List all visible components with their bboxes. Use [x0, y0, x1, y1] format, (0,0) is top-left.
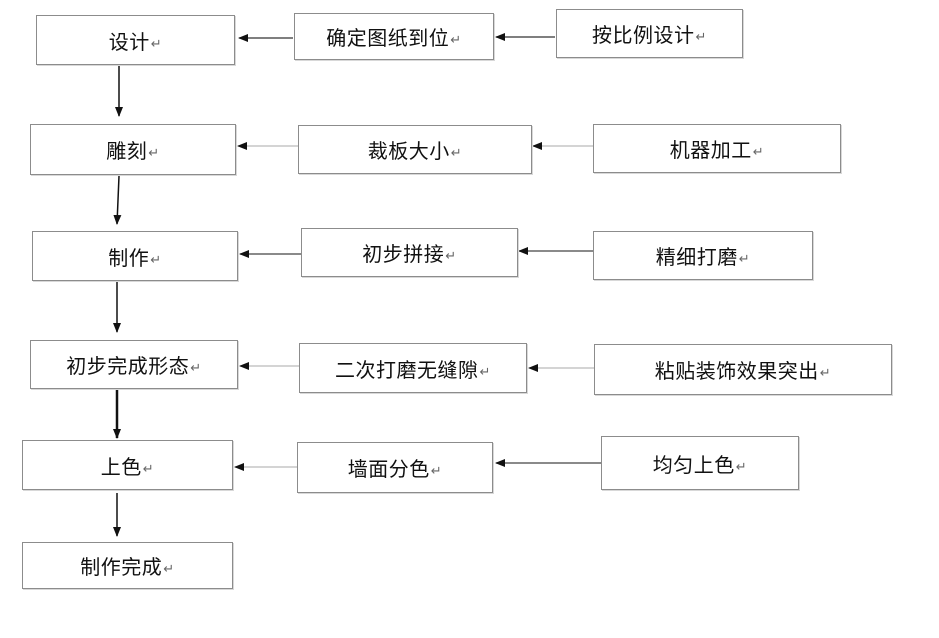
step-fine-polish-label: 精细打磨	[655, 245, 738, 269]
step-initial-form-label: 初步完成形态	[66, 354, 190, 378]
step-scale-design: 按比例设计↵	[556, 9, 743, 58]
step-engrave: 雕刻↵	[30, 124, 236, 175]
step-done-label: 制作完成	[80, 555, 163, 579]
paragraph-mark-icon: ↵	[150, 252, 162, 268]
step-make: 制作↵	[32, 231, 238, 281]
step-cut-board-label: 裁板大小	[367, 139, 450, 163]
paragraph-mark-icon: ↵	[430, 464, 443, 479]
paragraph-mark-icon: ↵	[445, 249, 457, 264]
paragraph-mark-icon: ↵	[450, 146, 463, 161]
step-design: 设计↵	[36, 15, 235, 65]
step-design-label: 设计	[108, 29, 150, 54]
paragraph-mark-icon: ↵	[142, 461, 155, 477]
step-initial-assembly-label: 初步拼接	[362, 242, 445, 266]
step-wall-color-split: 墙面分色↵	[297, 442, 493, 493]
step-make-label: 制作	[108, 245, 150, 270]
paragraph-mark-icon: ↵	[479, 364, 491, 380]
step-scale-design-label: 按比例设计	[592, 23, 695, 47]
paragraph-mark-icon: ↵	[738, 252, 751, 267]
paragraph-mark-icon: ↵	[150, 36, 163, 52]
step-even-color: 均匀上色↵	[601, 436, 799, 490]
paragraph-mark-icon: ↵	[752, 145, 765, 160]
step-initial-form: 初步完成形态↵	[30, 340, 238, 389]
step-done: 制作完成↵	[22, 542, 233, 589]
step-wall-color-split-label: 墙面分色	[347, 457, 430, 481]
paragraph-mark-icon: ↵	[819, 366, 832, 381]
step-machining-label: 机器加工	[669, 138, 752, 162]
paragraph-mark-icon: ↵	[735, 459, 748, 475]
step-decor-effect-label: 粘贴装饰效果突出	[654, 359, 819, 383]
step-second-polish-label: 二次打磨无缝隙	[335, 357, 479, 382]
arrow-engrave-to-make	[113, 175, 122, 225]
step-color: 上色↵	[22, 440, 233, 490]
step-drawing-ready: 确定图纸到位↵	[294, 13, 494, 60]
step-even-color-label: 均匀上色	[652, 452, 735, 477]
step-second-polish: 二次打磨无缝隙↵	[299, 343, 527, 393]
step-initial-assembly: 初步拼接↵	[301, 228, 518, 277]
paragraph-mark-icon: ↵	[148, 146, 160, 161]
step-drawing-ready-label: 确定图纸到位	[326, 26, 450, 50]
paragraph-mark-icon: ↵	[450, 33, 462, 48]
step-engrave-label: 雕刻	[106, 139, 148, 163]
step-color-label: 上色	[100, 454, 142, 479]
paragraph-mark-icon: ↵	[695, 30, 707, 45]
step-decor-effect: 粘贴装饰效果突出↵	[594, 344, 892, 395]
paragraph-mark-icon: ↵	[190, 361, 202, 376]
paragraph-mark-icon: ↵	[163, 562, 175, 577]
step-machining: 机器加工↵	[593, 124, 841, 173]
step-cut-board: 裁板大小↵	[298, 125, 532, 174]
step-fine-polish: 精细打磨↵	[593, 231, 813, 280]
